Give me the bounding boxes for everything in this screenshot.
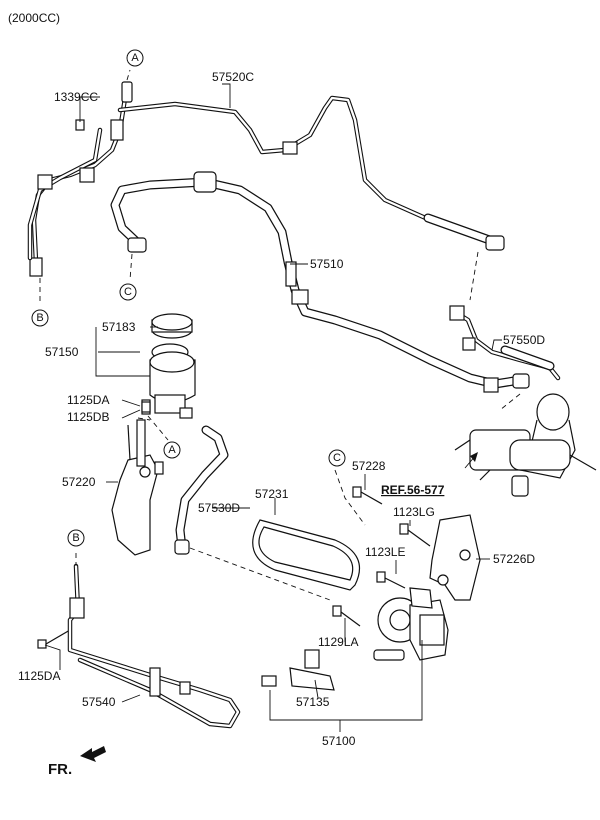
- label-57226d: 57226D: [493, 552, 535, 566]
- front-direction-label: FR.: [48, 761, 72, 778]
- label-57231: 57231: [255, 487, 289, 501]
- connector-a-mid-letter: A: [168, 444, 176, 456]
- label-57550d: 57550D: [503, 333, 545, 347]
- label-1125da-top: 1125DA: [67, 393, 109, 407]
- label-1125da-bottom: 1125DA: [18, 669, 60, 683]
- label-57530d: 57530D: [198, 501, 240, 515]
- label-1125db: 1125DB: [67, 410, 109, 424]
- bolt-1123le: [376, 571, 406, 589]
- suction-hose-57530d: [174, 425, 229, 555]
- pipe-57540: [67, 563, 241, 729]
- connector-a-top: A: [126, 49, 144, 67]
- leader-lines: [44, 83, 502, 732]
- label-1123lg: 1123LG: [393, 505, 435, 519]
- label-57510: 57510: [310, 257, 344, 271]
- return-hose-57510: [110, 171, 530, 393]
- label-57150: 57150: [45, 345, 79, 359]
- label-1129la: 1129LA: [318, 635, 358, 649]
- label-57220: 57220: [62, 475, 96, 489]
- connector-a-mid: A: [163, 441, 181, 459]
- bolt-1123lg: [399, 523, 431, 547]
- connector-b-left: B: [31, 309, 49, 327]
- connector-c-mid-letter: C: [333, 452, 341, 464]
- pressure-pipe-57520c: [27, 69, 505, 302]
- bolt-1125da-top: [141, 401, 151, 413]
- reference-link[interactable]: REF.56-577: [381, 483, 445, 497]
- connector-b-low-letter: B: [72, 532, 79, 544]
- pump-assembly-57100: [261, 587, 449, 691]
- drive-belt-57231: [252, 519, 361, 591]
- steering-gear-assembly: [454, 393, 597, 497]
- connector-b-left-letter: B: [36, 312, 43, 324]
- connector-c-left: C: [119, 283, 137, 301]
- front-arrow-icon: [80, 746, 106, 762]
- pipe-57550d: [449, 251, 561, 381]
- connector-a-top-letter: A: [131, 52, 139, 64]
- bracket-57226d: [429, 514, 481, 601]
- label-1123le: 1123LE: [365, 545, 405, 559]
- connector-b-low: B: [67, 529, 85, 547]
- label-57540: 57540: [82, 695, 116, 709]
- label-57520c: 57520C: [212, 70, 254, 84]
- bolt-57228: [352, 486, 383, 505]
- bolt-1125da-bottom: [37, 629, 71, 649]
- bracket-57220: [111, 419, 164, 556]
- ref-arrow-head: [470, 452, 478, 462]
- connector-c-mid: C: [328, 449, 346, 467]
- connector-c-left-letter: C: [124, 286, 132, 298]
- engine-variant-note: (2000CC): [8, 11, 60, 25]
- label-57100: 57100: [322, 734, 356, 748]
- label-57228: 57228: [352, 459, 386, 473]
- label-57135: 57135: [296, 695, 330, 709]
- assembly-dashed-lines: [75, 393, 521, 601]
- label-57183: 57183: [102, 320, 136, 334]
- label-1339cc: 1339CC: [54, 90, 98, 104]
- bolt-1129la: [332, 605, 361, 627]
